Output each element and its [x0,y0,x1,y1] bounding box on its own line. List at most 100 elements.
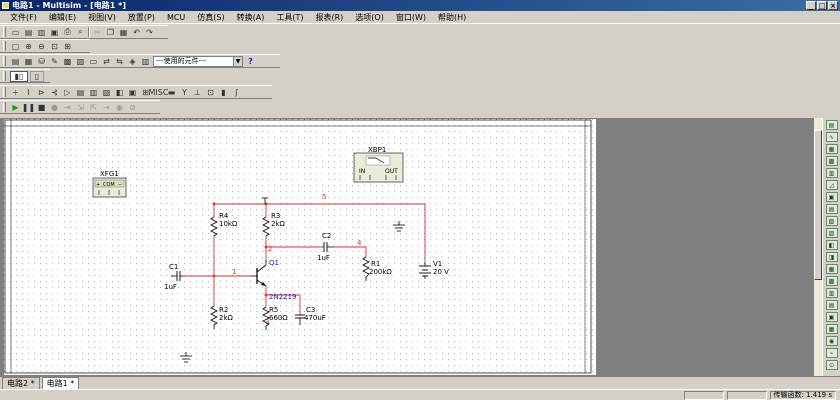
step-into-icon[interactable]: ⇲ [77,102,84,112]
net-label-3[interactable]: 3 [265,318,269,326]
toolbar-grip[interactable] [3,71,6,81]
toolbar-grip[interactable] [3,41,6,51]
menu-window[interactable]: 窗口(W) [395,12,426,22]
stop-simulation-icon[interactable]: ■ [37,102,46,112]
in-use-list-combo[interactable]: ---使用的元件--- ▼ [153,55,243,67]
grapher-icon[interactable]: ▩ [63,56,72,66]
menu-file[interactable]: 文件(F) [10,12,37,22]
maximize-button[interactable]: □ [817,1,827,10]
labview-instrument-icon[interactable]: ⌁ [825,348,838,358]
pause-simulation-icon[interactable]: ❚❚ [21,102,36,112]
print-icon[interactable]: ⎙ [64,27,71,36]
transistor-q1[interactable]: Q1 2N2219 [251,259,297,301]
menu-help[interactable]: 帮助(H) [437,12,467,22]
menu-transfer[interactable]: 转换(A) [236,12,265,22]
save-icon[interactable]: ▣ [50,27,59,37]
place-rf-icon[interactable]: Y [182,87,187,97]
net-label-1[interactable]: 1 [232,268,236,276]
place-mixed-icon[interactable]: ◧ [115,87,124,97]
copy-icon[interactable]: ❐ [106,27,115,37]
current-probe-icon[interactable]: ⊙ [825,360,838,370]
bode-plotter-xbp1[interactable]: XBP1 IN OUT [353,146,404,183]
open-sample-icon[interactable]: ▥ [37,27,46,37]
capacitor-c1[interactable]: C1 1uF [164,263,183,291]
place-electromechanical-icon[interactable]: ⊥ [194,87,201,97]
toolbar-grip[interactable] [3,27,6,37]
menu-options[interactable]: 选项(O) [355,12,384,22]
print-preview-icon[interactable]: ⌕ [78,27,83,36]
toolbar-grip[interactable] [3,56,6,66]
multimeter-icon[interactable]: ▤ [825,120,838,130]
place-source-icon[interactable]: ÷ [12,87,19,97]
function-generator-icon[interactable]: ∿ [825,132,838,142]
place-diode-icon[interactable]: ⊳ [38,87,45,97]
resistor-r1[interactable]: R1 200kΩ [362,256,392,281]
bode-plotter-icon[interactable]: ◿ [825,180,838,190]
place-mcu-icon[interactable]: ⊡ [207,87,214,97]
place-indicator-icon[interactable]: ▣ [128,87,137,97]
dc-source-v1[interactable]: V1 20 V [419,260,449,279]
place-bus-icon[interactable]: ʃ [235,87,238,97]
capacitor-c3[interactable]: C3 470uF [295,306,326,325]
remove-breakpoints-icon[interactable]: ⊘ [129,102,136,112]
place-ttl-icon[interactable]: ▤ [76,87,85,97]
new-file-icon[interactable]: ▭ [11,27,20,37]
help-icon[interactable]: ? [248,56,253,66]
zoom-out-icon[interactable]: ⊖ [38,41,45,51]
resistor-r3[interactable]: R3 2kΩ [262,212,286,237]
spectrum-analyzer-icon[interactable]: ▦ [825,264,838,274]
ground-symbol[interactable] [180,352,192,363]
close-button[interactable]: × [828,1,838,10]
paste-icon[interactable]: ▦ [119,27,128,37]
tektronix-oscilloscope-icon[interactable]: ▦ [825,324,838,334]
wattmeter-icon[interactable]: ▦ [825,144,838,154]
spreadsheet-icon[interactable]: ▦ [24,56,33,66]
forward-annotate-icon[interactable]: ◈ [129,56,136,66]
open-folder-icon[interactable]: ▤ [24,27,33,37]
vertical-scrollbar[interactable] [813,118,822,376]
distortion-analyzer-icon[interactable]: ◨ [825,252,838,262]
resistor-r4[interactable]: R4 10kΩ [210,212,238,237]
network-analyzer-icon[interactable]: ▩ [825,276,838,286]
run-simulation-icon[interactable]: ▶ [12,102,19,112]
iv-analyzer-icon[interactable]: ◧ [825,240,838,250]
place-misc-icon[interactable]: MISC [148,87,169,97]
ground-symbol[interactable] [393,221,405,232]
zoom-fit-icon[interactable]: ⊞ [64,41,71,51]
frequency-counter-icon[interactable]: ▣ [825,192,838,202]
redo-icon[interactable]: ↷ [146,27,153,37]
tab-circuit-2[interactable]: 电路2 * [2,377,40,389]
netlist-icon[interactable]: ▥ [141,56,150,66]
undo-icon[interactable]: ↶ [133,27,140,37]
toolbar-grip[interactable] [3,87,6,97]
component-wizard-icon[interactable]: ✎ [51,56,58,66]
menu-place[interactable]: 放置(P) [127,12,155,22]
place-transistor-icon[interactable]: ⊰ [51,87,58,97]
tab-circuit-1[interactable]: 电路1 * [41,377,80,389]
run-to-cursor-icon[interactable]: ⇢ [103,102,110,112]
cut-icon[interactable]: ✂ [94,27,101,37]
menu-tools[interactable]: 工具(T) [276,12,304,22]
minimize-button[interactable]: _ [806,1,816,10]
place-hierarchical-icon[interactable]: ▮ [221,87,226,97]
measurement-probe-icon[interactable]: ◉ [825,336,838,346]
zoom-in-icon[interactable]: ⊕ [25,41,32,51]
place-basic-icon[interactable]: ⌇ [26,87,31,97]
place-power-icon[interactable]: ⊞ [142,87,149,97]
net-label-4[interactable]: 4 [357,239,362,247]
step-out-icon[interactable]: ⇱ [90,102,97,112]
net-label-5[interactable]: 5 [322,193,326,201]
full-screen-icon[interactable]: ▢ [11,41,20,51]
place-misc-digital-icon[interactable]: ▧ [102,87,111,97]
agilent-generator-icon[interactable]: ▥ [825,288,838,298]
design-toolbox-icon[interactable]: ▤ [11,56,20,66]
vcc-terminal[interactable] [262,197,268,204]
oscilloscope-icon[interactable]: ▩ [825,156,838,166]
menu-edit[interactable]: 编辑(E) [48,12,77,22]
zoom-area-icon[interactable]: ⊡ [51,41,58,51]
switch-off-icon[interactable]: ▯ [30,70,44,82]
word-generator-icon[interactable]: ▤ [825,204,838,214]
menu-simulate[interactable]: 仿真(S) [197,12,225,22]
scrollbar-thumb[interactable] [814,130,822,280]
menu-mcu[interactable]: MCU [166,12,186,22]
